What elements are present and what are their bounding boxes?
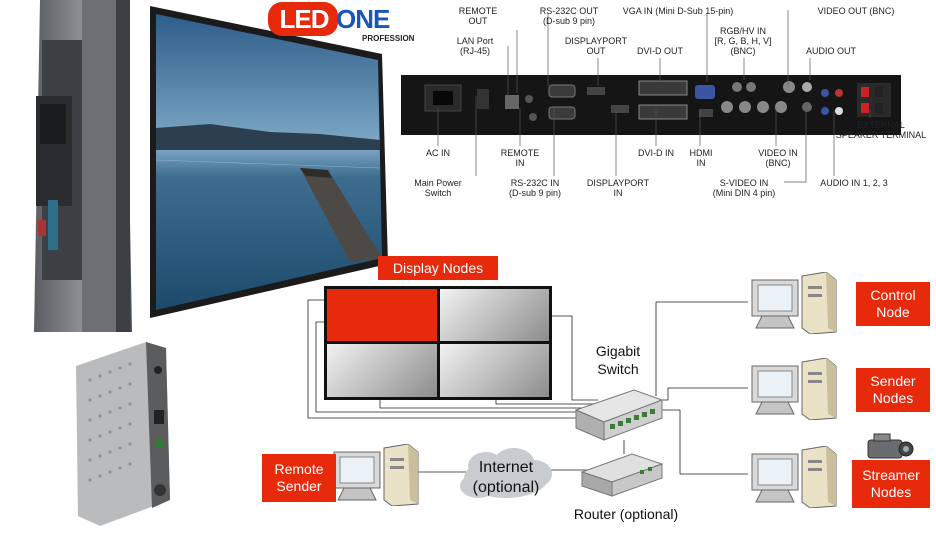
display-nodes-label: Display Nodes <box>378 256 498 280</box>
label-rgb-hv-in: RGB/HV IN [R, G, B, H, V] (BNC) <box>714 26 772 56</box>
label-ac-in: AC IN <box>425 148 450 158</box>
connector-panel-graphic <box>401 75 901 135</box>
remote-sender-computer <box>330 443 422 507</box>
label-audio-out: AUDIO OUT <box>805 46 856 56</box>
logo-led-text: LED <box>279 4 330 34</box>
label-displayport-in: DISPLAYPORT IN <box>586 178 650 198</box>
internet-cloud <box>456 446 556 506</box>
remote-sender-label: Remote Sender <box>262 454 336 502</box>
label-main-power: Main Power Switch <box>414 178 462 198</box>
logo-led <box>268 2 338 36</box>
label-rs232c-out: RS-232C OUT (D-sub 9 pin) <box>539 6 599 26</box>
label-audio-in: AUDIO IN 1, 2, 3 <box>820 178 888 188</box>
monitor-side-view <box>22 0 140 332</box>
camcorder-icon <box>862 432 916 462</box>
sender-nodes-label: Sender Nodes <box>856 368 930 412</box>
rear-connector-panel <box>401 75 901 135</box>
gigabit-switch-graphic <box>574 389 664 441</box>
controller-box <box>70 340 200 530</box>
logo-one-text: ONE <box>336 4 390 34</box>
control-node-computer <box>748 271 840 335</box>
computer-icon <box>751 445 837 509</box>
streamer-node-computer <box>748 445 840 509</box>
streamer-nodes-label: Streamer Nodes <box>852 460 930 508</box>
computer-icon <box>333 443 419 507</box>
logo-tagline: PROFESSION <box>362 34 415 43</box>
ledone-logo: LED ONE PROFESSION <box>268 2 424 46</box>
label-remote-in: REMOTE IN <box>500 148 540 168</box>
label-lan-port: LAN Port (RJ-45) <box>456 36 494 56</box>
internet-label: Internet (optional) <box>472 459 540 496</box>
display-grid <box>324 286 552 400</box>
display-tile-2 <box>440 289 549 341</box>
gigabit-switch <box>574 384 664 444</box>
video-wall-display <box>150 0 394 320</box>
display-tile-4 <box>440 344 549 397</box>
sender-node-computer <box>748 357 840 421</box>
label-hdmi-in: HDMI IN <box>689 148 713 168</box>
label-external-speaker: EXTERNAL SPEAKER TERMINAL <box>835 120 927 140</box>
camcorder-graphic <box>867 433 914 459</box>
controller-box-graphic <box>76 342 170 526</box>
label-s-video-in: S-VIDEO IN (Mini DIN 4 pin) <box>712 178 776 198</box>
label-dvi-d-in: DVI-D IN <box>638 148 674 158</box>
computer-icon <box>751 271 837 335</box>
label-displayport-out: DISPLAYPORT OUT <box>564 36 628 56</box>
label-video-in: VIDEO IN (BNC) <box>758 148 798 168</box>
gigabit-switch-label: Gigabit Switch <box>595 343 641 377</box>
display-tile-3 <box>327 344 437 397</box>
display-tile-1 <box>327 289 437 341</box>
video-wall-graphic <box>150 6 388 318</box>
computer-icon <box>751 357 837 421</box>
cloud-icon <box>460 448 552 498</box>
label-vga-in: VGA IN (Mini D-Sub 15-pin) <box>622 6 734 16</box>
monitor-side-view-graphic <box>34 0 132 332</box>
router <box>580 448 664 500</box>
router-label: Router (optional) <box>573 506 679 522</box>
router-graphic <box>580 453 664 497</box>
label-dvi-d-out: DVI-D OUT <box>637 46 683 56</box>
control-node-label: Control Node <box>856 282 930 326</box>
label-rs232c-in: RS-232C IN (D-sub 9 pin) <box>508 178 562 198</box>
label-video-out: VIDEO OUT (BNC) <box>817 6 895 16</box>
label-remote-out: REMOTE OUT <box>458 6 498 26</box>
